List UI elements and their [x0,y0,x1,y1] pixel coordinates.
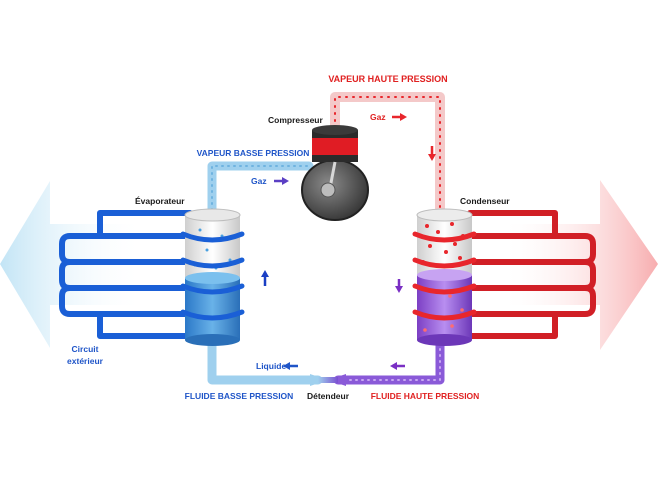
expansion-valve [310,374,346,386]
flow-arrow-left-purple [390,362,405,370]
pipe-low-pressure-vapor [207,161,314,215]
evaporator-tank [180,208,245,346]
label-condenseur: Condenseur [460,196,510,206]
label-vapeur-haute-pression: VAPEUR HAUTE PRESSION [328,74,447,84]
external-circuit-cold [59,210,193,339]
label-circuit-line2: extérieur [67,356,104,366]
label-fluide-basse-pression: FLUIDE BASSE PRESSION [185,391,294,401]
flow-arrow-gaz-left [274,177,289,185]
label-vapeur-basse-pression: VAPEUR BASSE PRESSION [197,148,310,158]
label-circuit-line1: Circuit [72,344,99,354]
label-fluide-haute-pression: FLUIDE HAUTE PRESSION [371,391,480,401]
label-detendeur: Détendeur [307,391,350,401]
pipe-high-pressure-fluid [333,335,445,385]
label-evaporateur: Évaporateur [135,196,185,206]
condenser-tank [412,208,477,346]
flow-arrow-up-blue [261,270,269,286]
label-liquide: Liquide [256,361,286,371]
label-gaz-left: Gaz [251,176,267,186]
compressor [301,125,369,221]
pipe-low-pressure-fluid [207,335,323,385]
label-compresseur: Compresseur [268,115,323,125]
flow-arrow-gaz-top [392,113,407,121]
flow-arrow-down-purple [395,279,403,293]
label-gaz-top: Gaz [370,112,386,122]
external-circuit-warm [467,210,596,339]
flow-arrow-liquide [283,362,298,370]
flow-arrow-down-red [428,146,436,161]
